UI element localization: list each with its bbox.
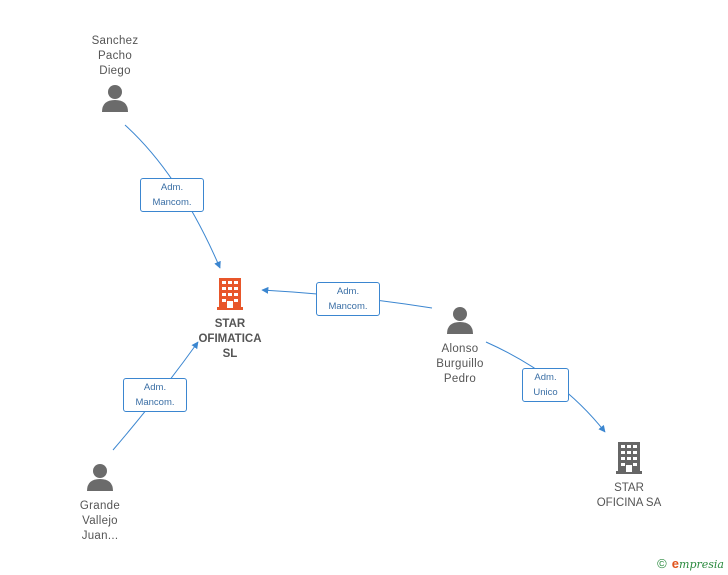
person-icon	[102, 85, 128, 112]
brand-logo-initial: e	[671, 556, 680, 571]
company-name: STAR OFIMATICA SL	[198, 318, 262, 360]
building-icon	[616, 442, 642, 474]
edge-label-sanchez[interactable]: Adm. Mancom.	[140, 178, 204, 212]
person-name: Alonso Burguillo Pedro	[436, 343, 484, 385]
company-node-star-oficina[interactable]: STAR OFICINA SA	[584, 440, 674, 511]
person-name: Sanchez Pacho Diego	[91, 35, 139, 77]
edge-label-grande[interactable]: Adm. Mancom.	[123, 378, 187, 412]
person-name: Grande Vallejo Juan...	[79, 500, 121, 542]
copyright-symbol: ©	[657, 556, 667, 571]
person-icon	[447, 307, 473, 334]
person-icon	[87, 464, 113, 491]
copyright-footer: © empresia	[657, 556, 724, 571]
edge-label-alonso-oficina[interactable]: Adm. Unico	[522, 368, 569, 402]
person-node-sanchez[interactable]: Sanchez Pacho Diego	[70, 34, 160, 118]
person-node-alonso[interactable]: Alonso Burguillo Pedro	[415, 305, 505, 387]
person-node-grande[interactable]: Grande Vallejo Juan...	[55, 462, 145, 544]
edge-label-alonso-ofimatica[interactable]: Adm. Mancom.	[316, 282, 380, 316]
company-name: STAR OFICINA SA	[596, 482, 662, 509]
company-node-star-ofimatica[interactable]: STAR OFIMATICA SL	[185, 276, 275, 362]
brand-name: mpresia	[679, 558, 724, 571]
building-icon	[217, 278, 243, 310]
